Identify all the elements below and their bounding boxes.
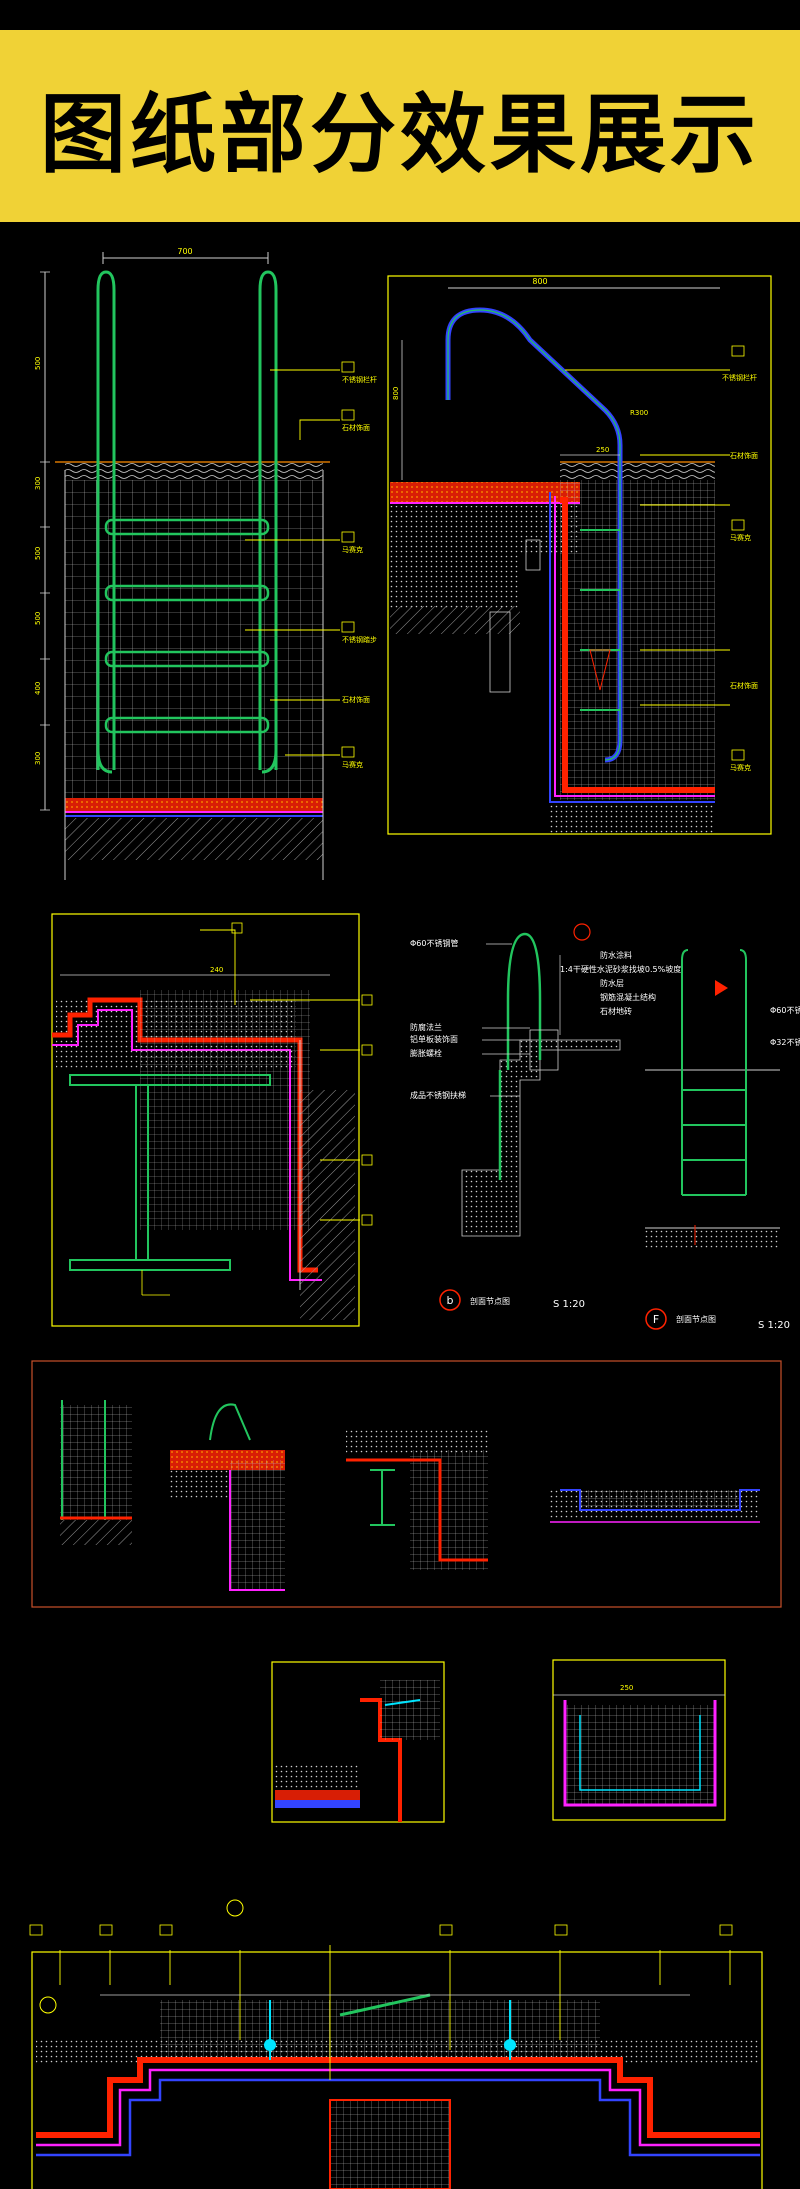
panel-b-ladder-section: 800 250 R300 800 不锈钢栏杆 石材饰面 马赛克 石材饰面 马赛克 — [387, 275, 772, 835]
panel-a-label-2: 石材饰面 — [342, 423, 370, 432]
panel-b-label-5: 马赛克 — [730, 763, 751, 772]
panel-a-dim-5: 400 — [34, 682, 42, 695]
panel-b-dim-3: 800 — [392, 387, 400, 400]
panel-a-label-4: 不锈钢踏步 — [342, 635, 377, 644]
panel-d-layer-3: 防水层 — [600, 978, 624, 988]
panel-d-scale: S 1:20 — [553, 1299, 585, 1310]
panel-b-dim-1: 250 — [596, 446, 609, 454]
panel-e-marker-circle — [645, 1308, 667, 1330]
panel-d-marker-circle — [439, 1289, 461, 1311]
banner-background: 图纸部分效果展示 — [0, 30, 800, 222]
panel-g-dim: 250 — [620, 1684, 633, 1692]
panel-a-label-1: 不锈钢栏杆 — [342, 375, 377, 384]
panel-a-ladder-elevation: 700 500 300 500 500 400 300 不锈钢 — [34, 247, 377, 880]
panel-a-dim-1: 500 — [34, 357, 42, 370]
panel-b-dim-2: R300 — [630, 409, 648, 417]
panel-c-dim: 240 — [210, 966, 223, 974]
panel-a-label-6: 马赛克 — [342, 760, 363, 769]
banner-title: 图纸部分效果展示 — [40, 84, 760, 185]
panel-b-label-3: 马赛克 — [730, 533, 751, 542]
panel-f-overview — [31, 1360, 782, 1608]
panel-b-label-4: 石材饰面 — [730, 681, 758, 690]
cad-drawing-sheet: 700 500 300 500 500 400 300 不锈钢 — [29, 247, 800, 2189]
panel-b-label-2: 石材饰面 — [730, 451, 758, 460]
panel-a-dim-4: 500 — [34, 612, 42, 625]
panel-h-large-pool-section — [29, 1899, 763, 2189]
panel-d-note-1: Φ60不锈钢管 — [410, 938, 458, 948]
panel-d-note-2: 防腐法兰 — [410, 1022, 442, 1032]
panel-b-label-1: 不锈钢栏杆 — [722, 373, 757, 382]
panel-a-label-3: 马赛克 — [342, 545, 363, 554]
panel-d-note-3: 铝单板装饰面 — [410, 1034, 458, 1044]
panel-b-width-dim: 800 — [532, 277, 547, 286]
banner: 图纸部分效果展示 — [0, 0, 800, 222]
panel-e-scale: S 1:20 — [758, 1320, 790, 1331]
panel-a-dim-6: 300 — [34, 752, 42, 765]
panel-d-caption: 剖面节点图 — [470, 1296, 510, 1306]
panel-a-dim-2: 300 — [34, 477, 42, 490]
panel-e-note-1: Φ60不锈钢管 — [770, 1005, 800, 1015]
panel-d-layer-2: 1:4干硬性水泥砂浆找坡0.5%坡度 — [560, 964, 681, 974]
panel-d-note-4: 膨胀螺栓 — [410, 1048, 442, 1058]
panel-c-pool-edge-section: 240 — [51, 913, 373, 1327]
panel-a-width-dim: 700 — [177, 247, 192, 256]
panel-e-caption: 剖面节点图 — [676, 1314, 716, 1324]
panel-d-handrail-section: Φ60不锈钢管 防腐法兰 铝单板装饰面 膨胀螺栓 成品不锈钢扶梯 防水涂料 1:… — [410, 923, 681, 1311]
panel-d-layer-4: 钢筋混凝土结构 — [600, 992, 656, 1002]
panel-d-note-5: 成品不锈钢扶梯 — [410, 1090, 466, 1100]
panel-a-label-5: 石材饰面 — [342, 695, 370, 704]
panel-d-layer-1: 防水涂料 — [600, 950, 632, 960]
panel-e-note-2: Φ32不锈钢管 — [770, 1037, 800, 1047]
panel-a-dim-3: 500 — [34, 547, 42, 560]
panel-d-layer-5: 石材地砖 — [600, 1006, 632, 1016]
panel-e-marker: F — [653, 1313, 659, 1326]
panel-d-marker: b — [447, 1294, 454, 1307]
panel-e-ladder-elevation: Φ60不锈钢管 Φ32不锈钢管 F 剖面节点图 S 1:20 — [645, 949, 800, 1331]
panel-g-small-sections: 250 — [271, 1659, 726, 1823]
